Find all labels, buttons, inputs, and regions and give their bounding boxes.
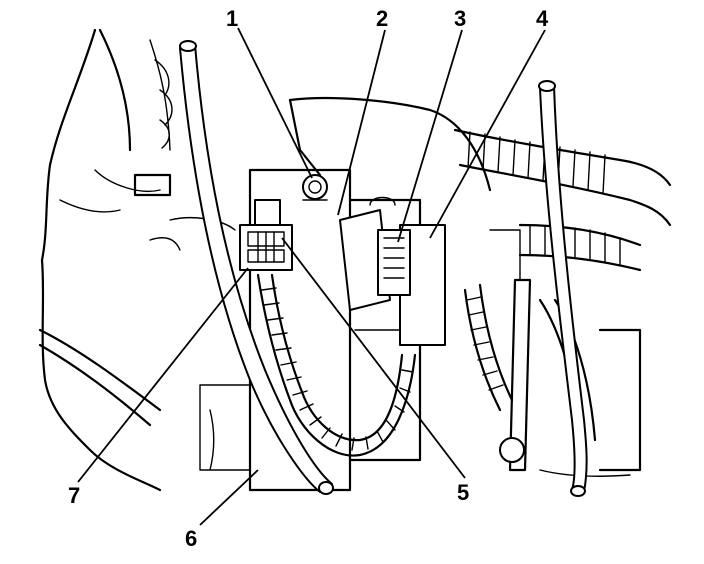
leader-3 (397, 29, 463, 243)
leader-lines (77, 27, 546, 526)
leader-5 (281, 237, 466, 479)
callout-1: 1 (226, 6, 238, 31)
rod-right (538, 80, 588, 497)
callout-4: 4 (536, 6, 549, 31)
callout-3: 3 (454, 6, 466, 31)
corrugated-harness-upper (453, 128, 672, 272)
callout-6: 6 (185, 526, 197, 551)
large-connector (339, 196, 446, 346)
rod-left (179, 40, 334, 495)
leader-7 (77, 267, 249, 483)
left-body-panel (38, 28, 173, 492)
leader-6 (199, 469, 259, 526)
callout-5: 5 (457, 480, 469, 505)
harness-lower (256, 273, 417, 457)
callout-2: 2 (376, 6, 388, 31)
leader-1 (237, 27, 313, 179)
leader-2 (337, 29, 386, 216)
small-connector (239, 199, 293, 271)
callout-labels: 1 2 3 4 5 6 7 (68, 6, 549, 551)
leader-4 (429, 29, 546, 239)
right-harness-bracket (463, 229, 642, 477)
bolt-fastener (302, 174, 328, 201)
callout-7: 7 (68, 483, 80, 508)
